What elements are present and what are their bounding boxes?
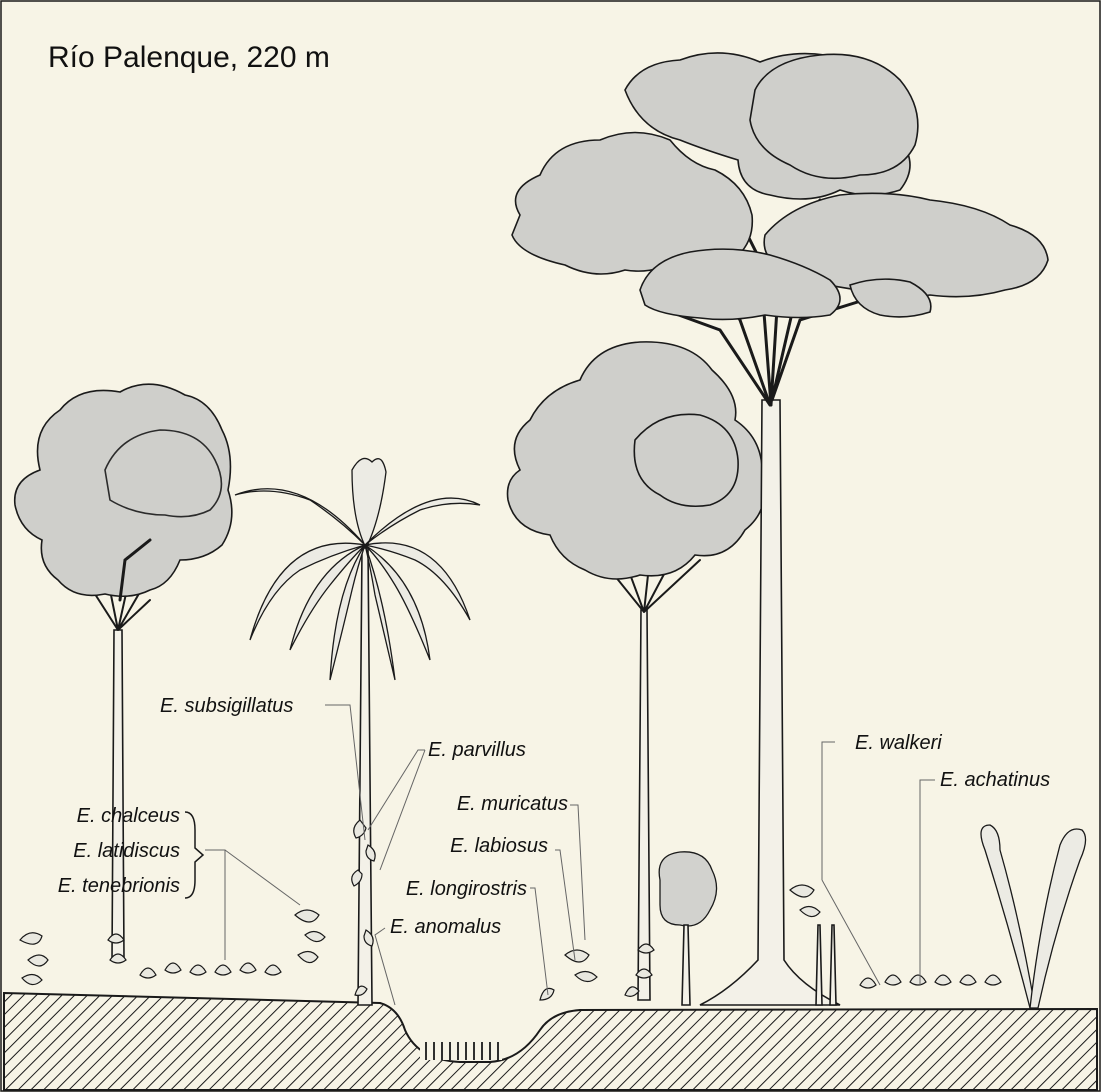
middle-canopy-tree <box>508 342 764 1000</box>
left-canopy-tree <box>15 384 232 960</box>
label-e-parvillus: E. parvillus <box>428 739 526 761</box>
label-e-walkeri: E. walkeri <box>855 732 942 754</box>
label-e-subsigillatus: E. subsigillatus <box>160 695 293 717</box>
label-e-longirostris: E. longirostris <box>406 878 527 900</box>
stream-bed <box>420 1042 502 1060</box>
ground-soil <box>4 993 1097 1090</box>
label-e-labiosus: E. labiosus <box>450 835 548 857</box>
label-e-latidiscus: E. latidiscus <box>73 840 180 862</box>
label-e-achatinus: E. achatinus <box>940 769 1050 791</box>
label-group-bracket <box>185 812 203 898</box>
label-e-anomalus: E. anomalus <box>390 916 501 938</box>
label-e-tenebrionis: E. tenebrionis <box>58 875 180 897</box>
label-e-chalceus: E. chalceus <box>77 805 180 827</box>
figure-title: Río Palenque, 220 m <box>48 41 330 74</box>
label-e-muricatus: E. muricatus <box>457 793 568 815</box>
